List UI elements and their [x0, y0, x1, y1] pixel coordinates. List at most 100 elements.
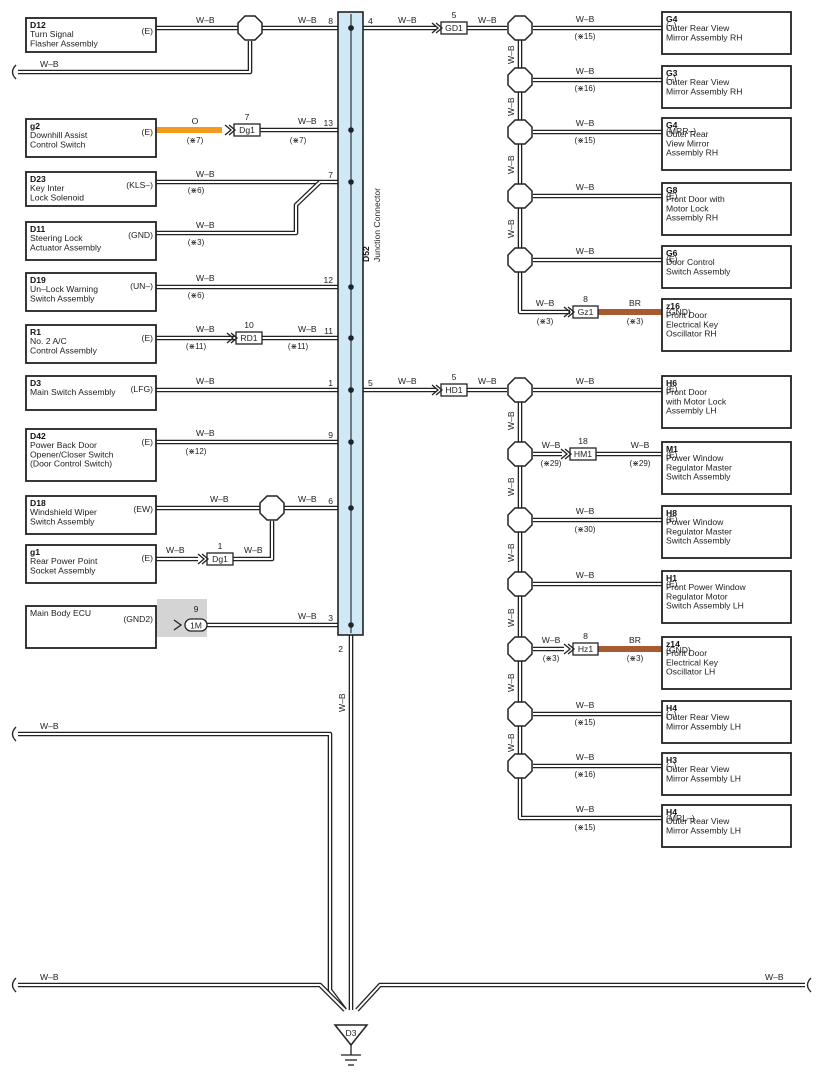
wire-d11-core: [156, 181, 321, 234]
right-G6-box: [661, 245, 792, 289]
junction-dot-11: [348, 335, 354, 341]
left-g1-line: Socket Assembly: [30, 565, 96, 575]
break-left-mid: [11, 726, 17, 742]
conn-1m-arrow: [173, 619, 183, 631]
splice-rh-0: [507, 15, 533, 41]
note: (⋇16): [575, 84, 596, 93]
right-H8-box: [661, 505, 792, 559]
left-D42-box: [25, 428, 157, 482]
junction-dot-9: [348, 439, 354, 445]
right-G8-line: Motor Lock: [666, 203, 709, 213]
right-z16-line: Electrical Key: [666, 319, 719, 329]
wire-label: W–B: [576, 804, 595, 814]
wire-label: W–B: [398, 376, 417, 386]
conn-dg1-a-arrow: [224, 124, 237, 136]
left-D18-terminal: (EW): [133, 504, 153, 514]
right-H1-line: Regulator Motor: [666, 591, 728, 601]
conn-dg1-b-label: Dg1: [212, 554, 228, 564]
left-R1-line: No. 2 A/C: [30, 336, 67, 346]
wire-label-vert: W–B: [506, 155, 516, 174]
junction-pin-6: 6: [328, 496, 333, 506]
right-z14-line: Front Door: [666, 648, 707, 658]
right-M1-terminal: (E): [666, 450, 678, 460]
left-D23-line: Lock Solenoid: [30, 192, 84, 202]
wire-label-vert: W–B: [506, 543, 516, 562]
left-g2-terminal: (E): [142, 127, 154, 137]
right-G4a-line: Outer Rear View: [666, 23, 730, 33]
note-30: (⋇30): [575, 525, 596, 534]
wires-layer: [18, 25, 805, 1012]
junction-pin-11: 11: [324, 326, 333, 336]
conn-dg1-a-label: Dg1: [239, 125, 255, 135]
ground-triangle: [333, 1024, 369, 1047]
splice-d18: [259, 495, 285, 521]
right-G8-code: G8: [666, 185, 678, 195]
wire-label: W–B: [576, 570, 595, 580]
right-H4a-box: [661, 700, 792, 744]
note-11: (⋇11): [288, 342, 309, 351]
left-D11-line: Actuator Assembly: [30, 242, 102, 252]
junction-dot-13: [348, 127, 354, 133]
right-z16-box: [661, 298, 792, 352]
left-R1-line: Control Assembly: [30, 345, 98, 355]
wire-label: W–B: [298, 116, 317, 126]
splice-lh-5: [507, 701, 533, 727]
wire-left-mid: [18, 731, 347, 1012]
right-G8-line: Front Door with: [666, 194, 725, 204]
conn-hm1-pin: 18: [578, 436, 588, 446]
right-G4b-line: Outer Rear: [666, 129, 709, 139]
left-g2-code: g2: [30, 121, 40, 131]
conn-dg1-b-arrow: [197, 553, 210, 565]
splice-lh-6: [507, 753, 533, 779]
note-7: (⋇7): [290, 136, 307, 145]
wire-left-bottom-core: [18, 984, 346, 1011]
conn-hm1-arrow: [560, 448, 573, 460]
right-H3-code: H3: [666, 755, 677, 765]
wire-label: W–B: [196, 273, 215, 283]
right-H6-box: [661, 375, 792, 429]
wire-label: W–B: [478, 376, 497, 386]
right-H8-code: H8: [666, 508, 677, 518]
wire-label: W–B: [542, 635, 561, 645]
right-H8-terminal: (E): [666, 514, 678, 524]
right-z16-line: Oscillator RH: [666, 329, 717, 339]
wire-label: W–B: [576, 182, 595, 192]
left-D23-box: [25, 171, 157, 207]
wire-label: W–B: [244, 545, 263, 555]
right-H4a-terminal: (–): [666, 709, 677, 719]
left-D23-line: Key Inter: [30, 183, 65, 193]
right-G8-box: [661, 182, 792, 236]
wire-label: W–B: [576, 752, 595, 762]
left-g2-line: Control Switch: [30, 139, 86, 149]
wire-right-bottom: [355, 982, 805, 1012]
left-ECU-terminal: (GND2): [123, 614, 153, 624]
note-3: (⋇3): [543, 654, 560, 663]
wire-label: W–B: [631, 440, 650, 450]
right-z16-code: z16: [666, 301, 680, 311]
note-11: (⋇11): [186, 342, 207, 351]
left-ECU-box: [25, 605, 157, 649]
conn-dg1-a-pin: 7: [245, 112, 250, 122]
right-G4b-terminal: (MRR–): [666, 126, 696, 136]
junction-pin-12: 12: [323, 275, 333, 285]
left-D11-terminal: (GND): [128, 230, 153, 240]
conn-hz1-label: Hz1: [578, 644, 594, 654]
left-D3-code: D3: [30, 378, 41, 388]
wire-label: W–B: [576, 14, 595, 24]
note-3: (⋇3): [627, 654, 644, 663]
wire-label: W–B: [478, 15, 497, 25]
left-D19-line: Switch Assembly: [30, 293, 95, 303]
left-ECU-line: Main Body ECU: [30, 608, 91, 618]
note: (⋇15): [575, 136, 596, 145]
wire-label: W–B: [536, 298, 555, 308]
wire-label-vert: W–B: [506, 673, 516, 692]
note-16: (⋇16): [575, 770, 596, 779]
left-D12-terminal: (E): [142, 26, 154, 36]
left-D3-line: Main Switch Assembly: [30, 387, 116, 397]
right-H4b-box: [661, 804, 792, 848]
left-g2-box: [25, 118, 157, 158]
right-G6-line: Switch Assembly: [666, 266, 731, 276]
wire-label-vert: W–B: [506, 97, 516, 116]
left-D42-terminal: (E): [142, 437, 154, 447]
right-G4a-terminal: (–): [666, 20, 677, 30]
